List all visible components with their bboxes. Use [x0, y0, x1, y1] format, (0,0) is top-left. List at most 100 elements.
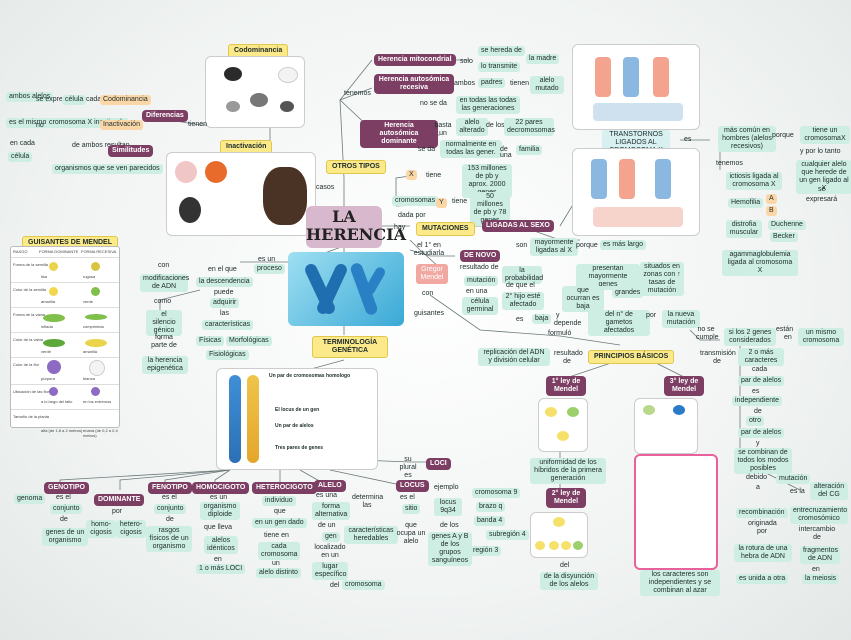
fragmentos-adn: fragmentos de ADN [800, 546, 840, 565]
fenotipo-node: FENOTIPO [148, 482, 192, 495]
organismo-diploide: organismo diploide [200, 502, 240, 521]
pod-icon [85, 339, 107, 347]
gen-dado: en un gen dado [252, 518, 307, 529]
con-label-2: con [158, 262, 170, 269]
herencia-autosomica-recesiva: Herencia autosómica recesiva [374, 74, 454, 95]
determina-las: determina las [352, 494, 384, 510]
herencia-autosomica-dominante: Herencia autosómica dominante [360, 120, 438, 149]
en-todas-generaciones: en todas las todas las generaciones [456, 96, 520, 115]
pea-icon [561, 541, 571, 550]
rasgo-label: Forma de la vaina [13, 312, 46, 317]
morfologicas: Morfológicas [226, 336, 272, 347]
f-es-el: es el [162, 494, 177, 501]
pea-icon [91, 287, 100, 296]
alelo-node: ALELO [314, 480, 346, 493]
table-header: RASGO FORMA DOMINANTE FORMA RECESIVA [11, 247, 119, 258]
depende-label: depende [554, 320, 582, 327]
rasgo-label: Color de la semilla [13, 287, 46, 292]
ambos-alelos: ambos alelos [6, 92, 54, 103]
silencio-genico: el silencio génico [146, 310, 182, 337]
white-chicken-icon [278, 67, 298, 83]
person-icon [655, 159, 671, 199]
familia-node: familia [516, 145, 543, 156]
he-que: que [274, 508, 286, 515]
originada-por: originada por [748, 520, 777, 536]
rasgos-fisicos: rasgos físicos de un organismo [146, 526, 192, 553]
expresara-label: expresará [806, 196, 838, 203]
grandes-node: grandes [612, 288, 644, 299]
main-title: LA HERENCIA [306, 206, 406, 248]
inactivacion-node: Inactivación [100, 120, 143, 131]
black-chicken-icon [224, 67, 242, 81]
pod-icon [43, 339, 65, 347]
cromosoma-9: cromosoma 9 [472, 488, 521, 499]
ocurran-baja: que ocurran es baja [562, 286, 604, 313]
adquirir-node: adquirir [210, 298, 240, 309]
nueva-mutacion: la nueva mutación [662, 310, 700, 329]
debido: debido [746, 474, 768, 481]
rec-label: amarilla [83, 349, 98, 354]
rec-label: enana (de 0,2 a 0,4 metros) [83, 428, 118, 438]
se-expresa: se expresa [36, 96, 71, 103]
cromosomas-node: cromosomas [392, 196, 439, 207]
mayormente-ligadas: mayormente ligadas al X [530, 238, 578, 257]
dom-label: púrpura [41, 376, 55, 381]
tenemos-label: tenemos [344, 90, 371, 97]
ley2-image [530, 512, 588, 558]
homologous-image: Un par de cromosomas homologo El locus d… [216, 368, 378, 470]
similitudes-node: Similitudes [108, 145, 154, 158]
cualquier-alelo: cualquier alelo que herede de un gen lig… [796, 160, 851, 195]
caracteristicas: características [202, 320, 254, 331]
tienen-label: tienen [188, 121, 208, 128]
dom-label: alta (de 1,8 a 2 metros) [41, 428, 83, 433]
diferencias-node: Diferencias [142, 110, 188, 123]
padres-node: padres [478, 78, 506, 89]
transmision: transmisión de [700, 350, 736, 366]
recombinacion: recombinación [736, 508, 788, 519]
tiene-y: tiene [452, 198, 468, 205]
caracteristicas-heredables: características heredables [344, 526, 398, 545]
pea-icon [557, 431, 569, 441]
la-descendencia: la descendencia [196, 277, 253, 288]
de-que-el: de que el [506, 282, 535, 289]
pea-icon [643, 405, 655, 415]
se-combinan: se combinan de todos los modos posibles [734, 448, 792, 475]
en-label: en [784, 334, 792, 341]
es-label: es [684, 136, 692, 143]
rec-label: comprimida [83, 324, 104, 329]
mismo-cromosoma: un mismo cromosoma [798, 328, 844, 347]
rec-label: rugosa [83, 274, 96, 279]
dom-label: lisa [41, 274, 48, 279]
es-mas-largo: es más largo [600, 240, 647, 251]
dom-label: amarilla [41, 299, 56, 304]
hemofilia: Hemofilia [728, 198, 764, 209]
loci-count: 1 o más LOCI [196, 564, 246, 575]
a-cromosoma: cromosoma [342, 580, 385, 591]
genes-grupos-sanguineos: genes A y B de los grupos sanguíneos [428, 532, 472, 567]
cell-icon [175, 161, 197, 183]
pea-icon [650, 468, 659, 477]
lo-transmite: lo transmite [478, 62, 521, 73]
header-dominante: FORMA DOMINANTE [39, 249, 79, 254]
hemofilia-a: A [766, 194, 777, 205]
cat-image [166, 152, 316, 236]
pea-icon [545, 407, 557, 417]
tienen-label-2: tienen [510, 80, 530, 87]
a-label: a [756, 484, 760, 491]
independiente: independiente [732, 396, 782, 407]
table-row: Color de la flor púrpura blanca [11, 358, 119, 385]
en-cada: en cada [10, 140, 35, 147]
se-hereda-de: se hereda de [478, 46, 525, 57]
estudiarla: el 1° en estudiarla [413, 242, 445, 258]
ley1-image [538, 398, 588, 452]
ligadas-sexo-node: LIGADAS AL SEXO [482, 220, 554, 233]
tenemos-2: tenemos [716, 160, 743, 167]
h-en: en [214, 556, 222, 563]
locus-node: LOCUS [396, 480, 429, 493]
celula: célula [62, 95, 87, 106]
person-icon [595, 57, 611, 97]
l-es-el: es el [400, 494, 415, 501]
g-es-el: es el [56, 494, 71, 501]
del-label: del [560, 562, 570, 569]
modificaciones-adn: modificaciones de ADN [140, 274, 189, 293]
